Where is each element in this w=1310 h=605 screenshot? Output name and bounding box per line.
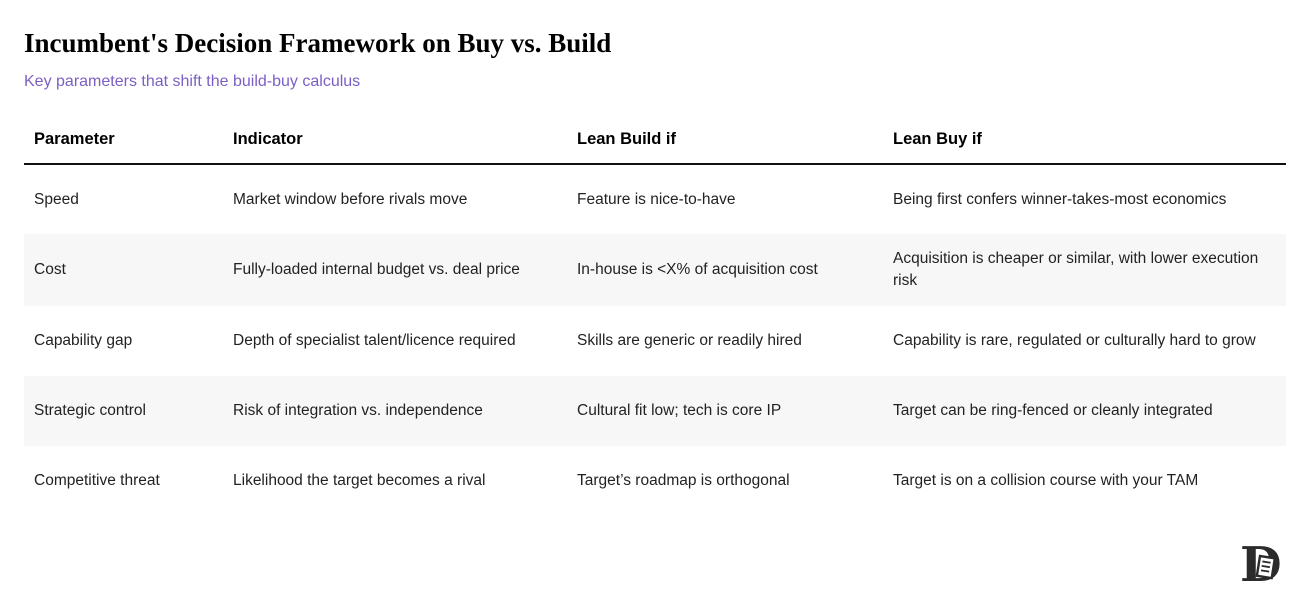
column-header-lean-buy-if: Lean Buy if — [883, 122, 1286, 165]
cell-indicator: Fully-loaded internal budget vs. deal pr… — [223, 234, 567, 306]
cell-parameter: Speed — [34, 190, 79, 208]
cell-lean-buy-if: Target is on a collision course with you… — [893, 472, 1199, 489]
table-row-speed: Speed Market window before rivals move F… — [24, 164, 1286, 234]
cell-lean-build-if: Skills are generic or readily hired — [577, 332, 802, 349]
cell-lean-buy-if: Target can be ring-fenced or cleanly int… — [883, 376, 1286, 446]
page-title: Incumbent's Decision Framework on Buy vs… — [24, 28, 612, 58]
cell-indicator: Market window before rivals move — [233, 190, 468, 208]
table-row-capability-gap: Capability gap Depth of specialist talen… — [24, 306, 1286, 376]
table-row-cost: Cost Fully-loaded internal budget vs. de… — [24, 234, 1286, 306]
cell-indicator: Depth of specialist talent/licence requi… — [233, 332, 516, 349]
column-header-lean-build-if: Lean Build if — [567, 122, 883, 165]
column-header-parameter: Parameter — [24, 122, 223, 165]
cell-parameter: Strategic control — [24, 376, 223, 446]
column-header-indicator: Indicator — [223, 122, 567, 165]
figure-container: Incumbent's Decision Framework on Buy vs… — [24, 28, 1286, 516]
cell-lean-build-if: Feature is nice-to-have — [577, 190, 736, 208]
table-header-row: Parameter Indicator Lean Build if Lean B… — [24, 122, 1286, 165]
table-row-competitive-threat: Competitive threat Likelihood the target… — [24, 446, 1286, 516]
cell-indicator: Likelihood the target becomes a rival — [233, 472, 486, 489]
cell-indicator: Risk of integration vs. independence — [223, 376, 567, 446]
page-subtitle: Key parameters that shift the build-buy … — [24, 73, 361, 90]
table-row-strategic-control: Strategic control Risk of integration vs… — [24, 376, 1286, 446]
cell-parameter: Cost — [24, 234, 223, 306]
cell-lean-build-if: Cultural fit low; tech is core IP — [567, 376, 883, 446]
cell-lean-buy-if: Capability is rare, regulated or cultura… — [893, 332, 1256, 349]
cell-parameter: Capability gap — [34, 332, 133, 349]
decision-framework-table: Parameter Indicator Lean Build if Lean B… — [24, 122, 1286, 516]
cell-lean-build-if: In-house is <X% of acquisition cost — [567, 234, 883, 306]
cell-lean-build-if: Target’s roadmap is orthogonal — [577, 472, 790, 489]
cell-lean-buy-if: Being first confers winner-takes-most ec… — [893, 190, 1227, 208]
publication-logo: D — [1240, 537, 1288, 593]
monogram-d-icon: D — [1240, 537, 1282, 593]
cell-parameter: Competitive threat — [34, 472, 160, 489]
cell-lean-buy-if: Acquisition is cheaper or similar, with … — [883, 234, 1286, 306]
